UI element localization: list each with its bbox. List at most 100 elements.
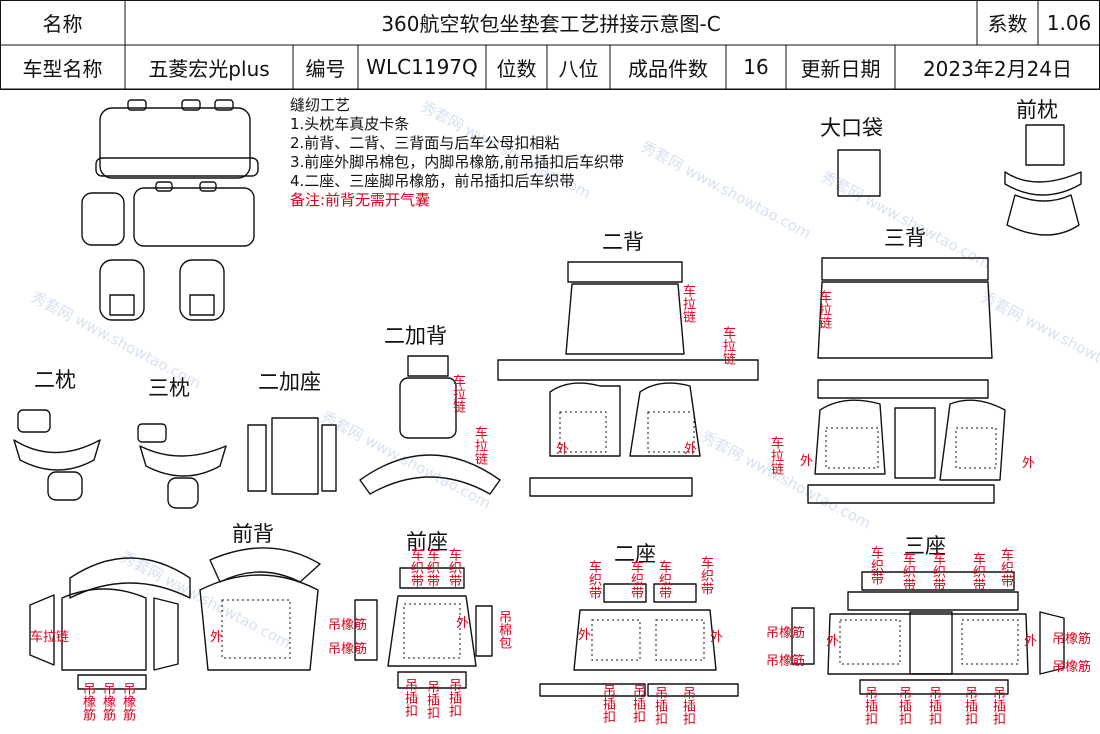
note-elastic-front-back-1: 吊橡筋: [80, 682, 95, 721]
note-webbing-third-seat-2: 车织带: [900, 552, 915, 591]
note-webbing-second-seat-3: 车织带: [656, 560, 671, 599]
label-second-extra-back: 二加背: [384, 324, 447, 348]
seats-value: 八位: [558, 56, 599, 81]
note-outer-third-seat-r: 外: [1024, 634, 1038, 649]
notes-remark: 备注:前背无需开气囊: [290, 191, 431, 209]
notes-item-1: 1.头枕车真皮卡条: [290, 115, 410, 133]
note-clip-second-seat-2: 吊插扣: [630, 684, 645, 723]
note-cotton-front-seat: 吊棉包: [496, 610, 511, 649]
date-label: 更新日期: [800, 56, 881, 81]
note-clip-second-seat-3: 吊插扣: [652, 686, 667, 725]
note-clip-third-seat-3: 吊插扣: [926, 686, 941, 725]
third-seat-panels: [791, 571, 1065, 695]
model-value: 五菱宏光plus: [148, 56, 270, 81]
note-outer-second-back-r: 外: [684, 442, 698, 457]
note-elastic-third-seat-l2: 吊橡筋: [766, 654, 806, 669]
third-pillow-panels: [137, 423, 227, 509]
note-webbing-second-seat-1: 车织带: [586, 560, 601, 599]
stitch-grid-third-back-l: [825, 427, 879, 469]
note-outer-second-back-l: 外: [556, 442, 570, 457]
stitch-grid-second-seat-r: [655, 619, 705, 661]
stitch-grid-third-seat-l: [839, 619, 901, 665]
note-webbing-front-seat-1: 车织带: [408, 548, 423, 587]
note-zipper-third-back: 车拉链: [816, 290, 831, 329]
note-webbing-third-seat-4: 车织带: [970, 552, 985, 591]
note-clip-third-seat-4: 吊插扣: [962, 686, 977, 725]
note-clip-third-seat-5: 吊插扣: [990, 686, 1005, 725]
seats-label: 位数: [496, 56, 537, 81]
note-clip-front-seat-3: 吊插扣: [446, 678, 461, 717]
stitch-grid-second-back-l: [559, 411, 607, 453]
label-second-extra-seat: 二加座: [258, 370, 321, 394]
pieces-label: 成品件数: [628, 56, 708, 81]
label-front-pillow: 前枕: [1016, 98, 1058, 122]
note-outer-third-back-l: 外: [800, 454, 814, 469]
code-value: WLC1197Q: [366, 55, 478, 79]
note-elastic-third-seat-r2: 吊橡筋: [1052, 660, 1092, 675]
note-webbing-second-seat-2: 车织带: [628, 560, 643, 599]
stitch-grid-second-back-r: [647, 411, 695, 453]
big-pocket-panel: [837, 149, 881, 197]
note-clip-third-seat-2: 吊插扣: [896, 686, 911, 725]
notes-item-3: 3.前座外脚吊棉包，内脚吊橡筋,前吊插扣后车织带: [290, 153, 625, 171]
label-front-back: 前背: [232, 522, 274, 546]
notes-item-2: 2.前背、二背、三背面与后车公母扣相粘: [290, 134, 560, 152]
note-elastic-front-back-2: 吊橡筋: [100, 682, 115, 721]
note-elastic-third-seat-l1: 吊橡筋: [766, 626, 806, 641]
front-pillow-panels: [1004, 124, 1082, 236]
note-clip-third-seat-1: 吊插扣: [862, 686, 877, 725]
note-zipper-second-back-1: 车拉链: [680, 284, 695, 323]
note-webbing-third-seat-5: 车织带: [998, 548, 1013, 587]
second-seat-panels: [539, 583, 739, 697]
label-second-pillow: 二枕: [34, 368, 76, 392]
note-zipper-extra-back-2: 车拉链: [472, 426, 487, 465]
stitch-grid-third-back-r: [955, 427, 997, 469]
note-clip-front-seat-2: 吊插扣: [424, 680, 439, 719]
front-back-panels: [29, 547, 321, 690]
name-label: 名称: [42, 12, 83, 36]
label-front-seat: 前座: [406, 530, 448, 554]
note-elastic-third-seat-r1: 吊橡筋: [1052, 632, 1092, 647]
note-zipper-extra-back-1: 车拉链: [450, 374, 465, 413]
front-seat-panels: [354, 567, 493, 689]
note-clip-second-seat-4: 吊插扣: [680, 686, 695, 725]
stitch-grid-second-seat-l: [591, 619, 641, 661]
note-elastic-front-seat-1: 吊橡筋: [328, 618, 368, 633]
note-outer-front-back: 外: [210, 630, 224, 645]
stitch-grid-front-back: [221, 599, 291, 659]
date-value: 2023年2月24日: [922, 56, 1073, 81]
note-webbing-third-seat-1: 车织带: [868, 546, 883, 585]
note-outer-third-seat-l: 外: [826, 634, 840, 649]
sheet-title: 360航空软包坐垫套工艺拼接示意图-C: [381, 12, 721, 36]
note-webbing-second-seat-4: 车织带: [698, 556, 713, 595]
note-clip-front-seat-1: 吊插扣: [402, 678, 417, 717]
coef-value: 1.06: [1046, 10, 1092, 35]
note-zipper-front-back: 车拉链: [30, 630, 70, 645]
notes-item-4: 4.二座、三座脚吊橡筋，前吊插扣后车织带: [290, 172, 575, 190]
note-outer-third-back-r: 外: [1022, 456, 1036, 471]
second-pillow-panels: [13, 409, 101, 501]
code-label: 编号: [305, 56, 346, 81]
stitch-grid-front-seat: [403, 603, 461, 659]
note-webbing-front-seat-3: 车织带: [446, 548, 461, 587]
label-second-seat: 二座: [614, 542, 656, 566]
label-third-back: 三背: [884, 226, 926, 250]
label-third-pillow: 三枕: [148, 376, 190, 400]
note-webbing-front-seat-2: 车织带: [424, 548, 439, 587]
note-outer-front-seat: 外: [456, 616, 470, 631]
second-extra-seat-panels: [247, 417, 337, 495]
note-outer-second-seat-r: 外: [710, 630, 724, 645]
note-clip-second-seat-1: 吊插扣: [600, 684, 615, 723]
notes-title: 缝纫工艺: [290, 96, 351, 114]
note-elastic-front-seat-2: 吊橡筋: [328, 642, 368, 657]
note-zipper-third-back-side: 车拉链: [768, 436, 783, 475]
label-big-pocket: 大口袋: [820, 116, 883, 140]
overview-seat-set: [81, 99, 259, 321]
model-label: 车型名称: [22, 56, 103, 81]
note-elastic-front-back-3: 吊橡筋: [120, 682, 135, 721]
note-zipper-second-back-2: 车拉链: [720, 326, 735, 365]
pieces-value: 16: [743, 55, 769, 79]
